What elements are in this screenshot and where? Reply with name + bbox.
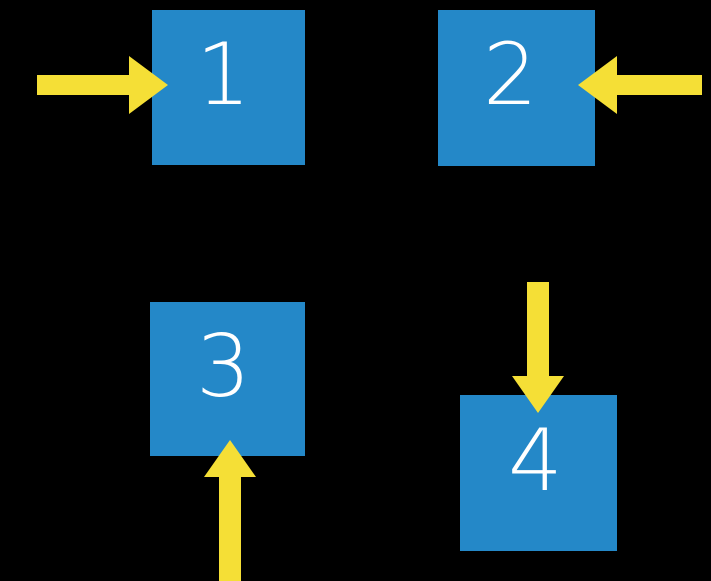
arrow-up-into-box-3-icon	[204, 440, 256, 581]
node-label-4: 4	[508, 411, 563, 511]
arrow-left-into-box-2-icon	[578, 56, 702, 114]
arrow-down-into-box-4-icon	[512, 282, 564, 413]
node-box-2[interactable]	[438, 10, 595, 166]
arrow-right-into-box-1-icon	[37, 56, 168, 114]
node-box-4[interactable]	[460, 395, 617, 551]
node-label-3: 3	[196, 317, 251, 417]
node-label-1: 1	[196, 25, 251, 125]
node-label-2: 2	[483, 25, 538, 125]
node-box-1[interactable]	[152, 10, 305, 165]
node-box-3[interactable]	[150, 302, 305, 456]
